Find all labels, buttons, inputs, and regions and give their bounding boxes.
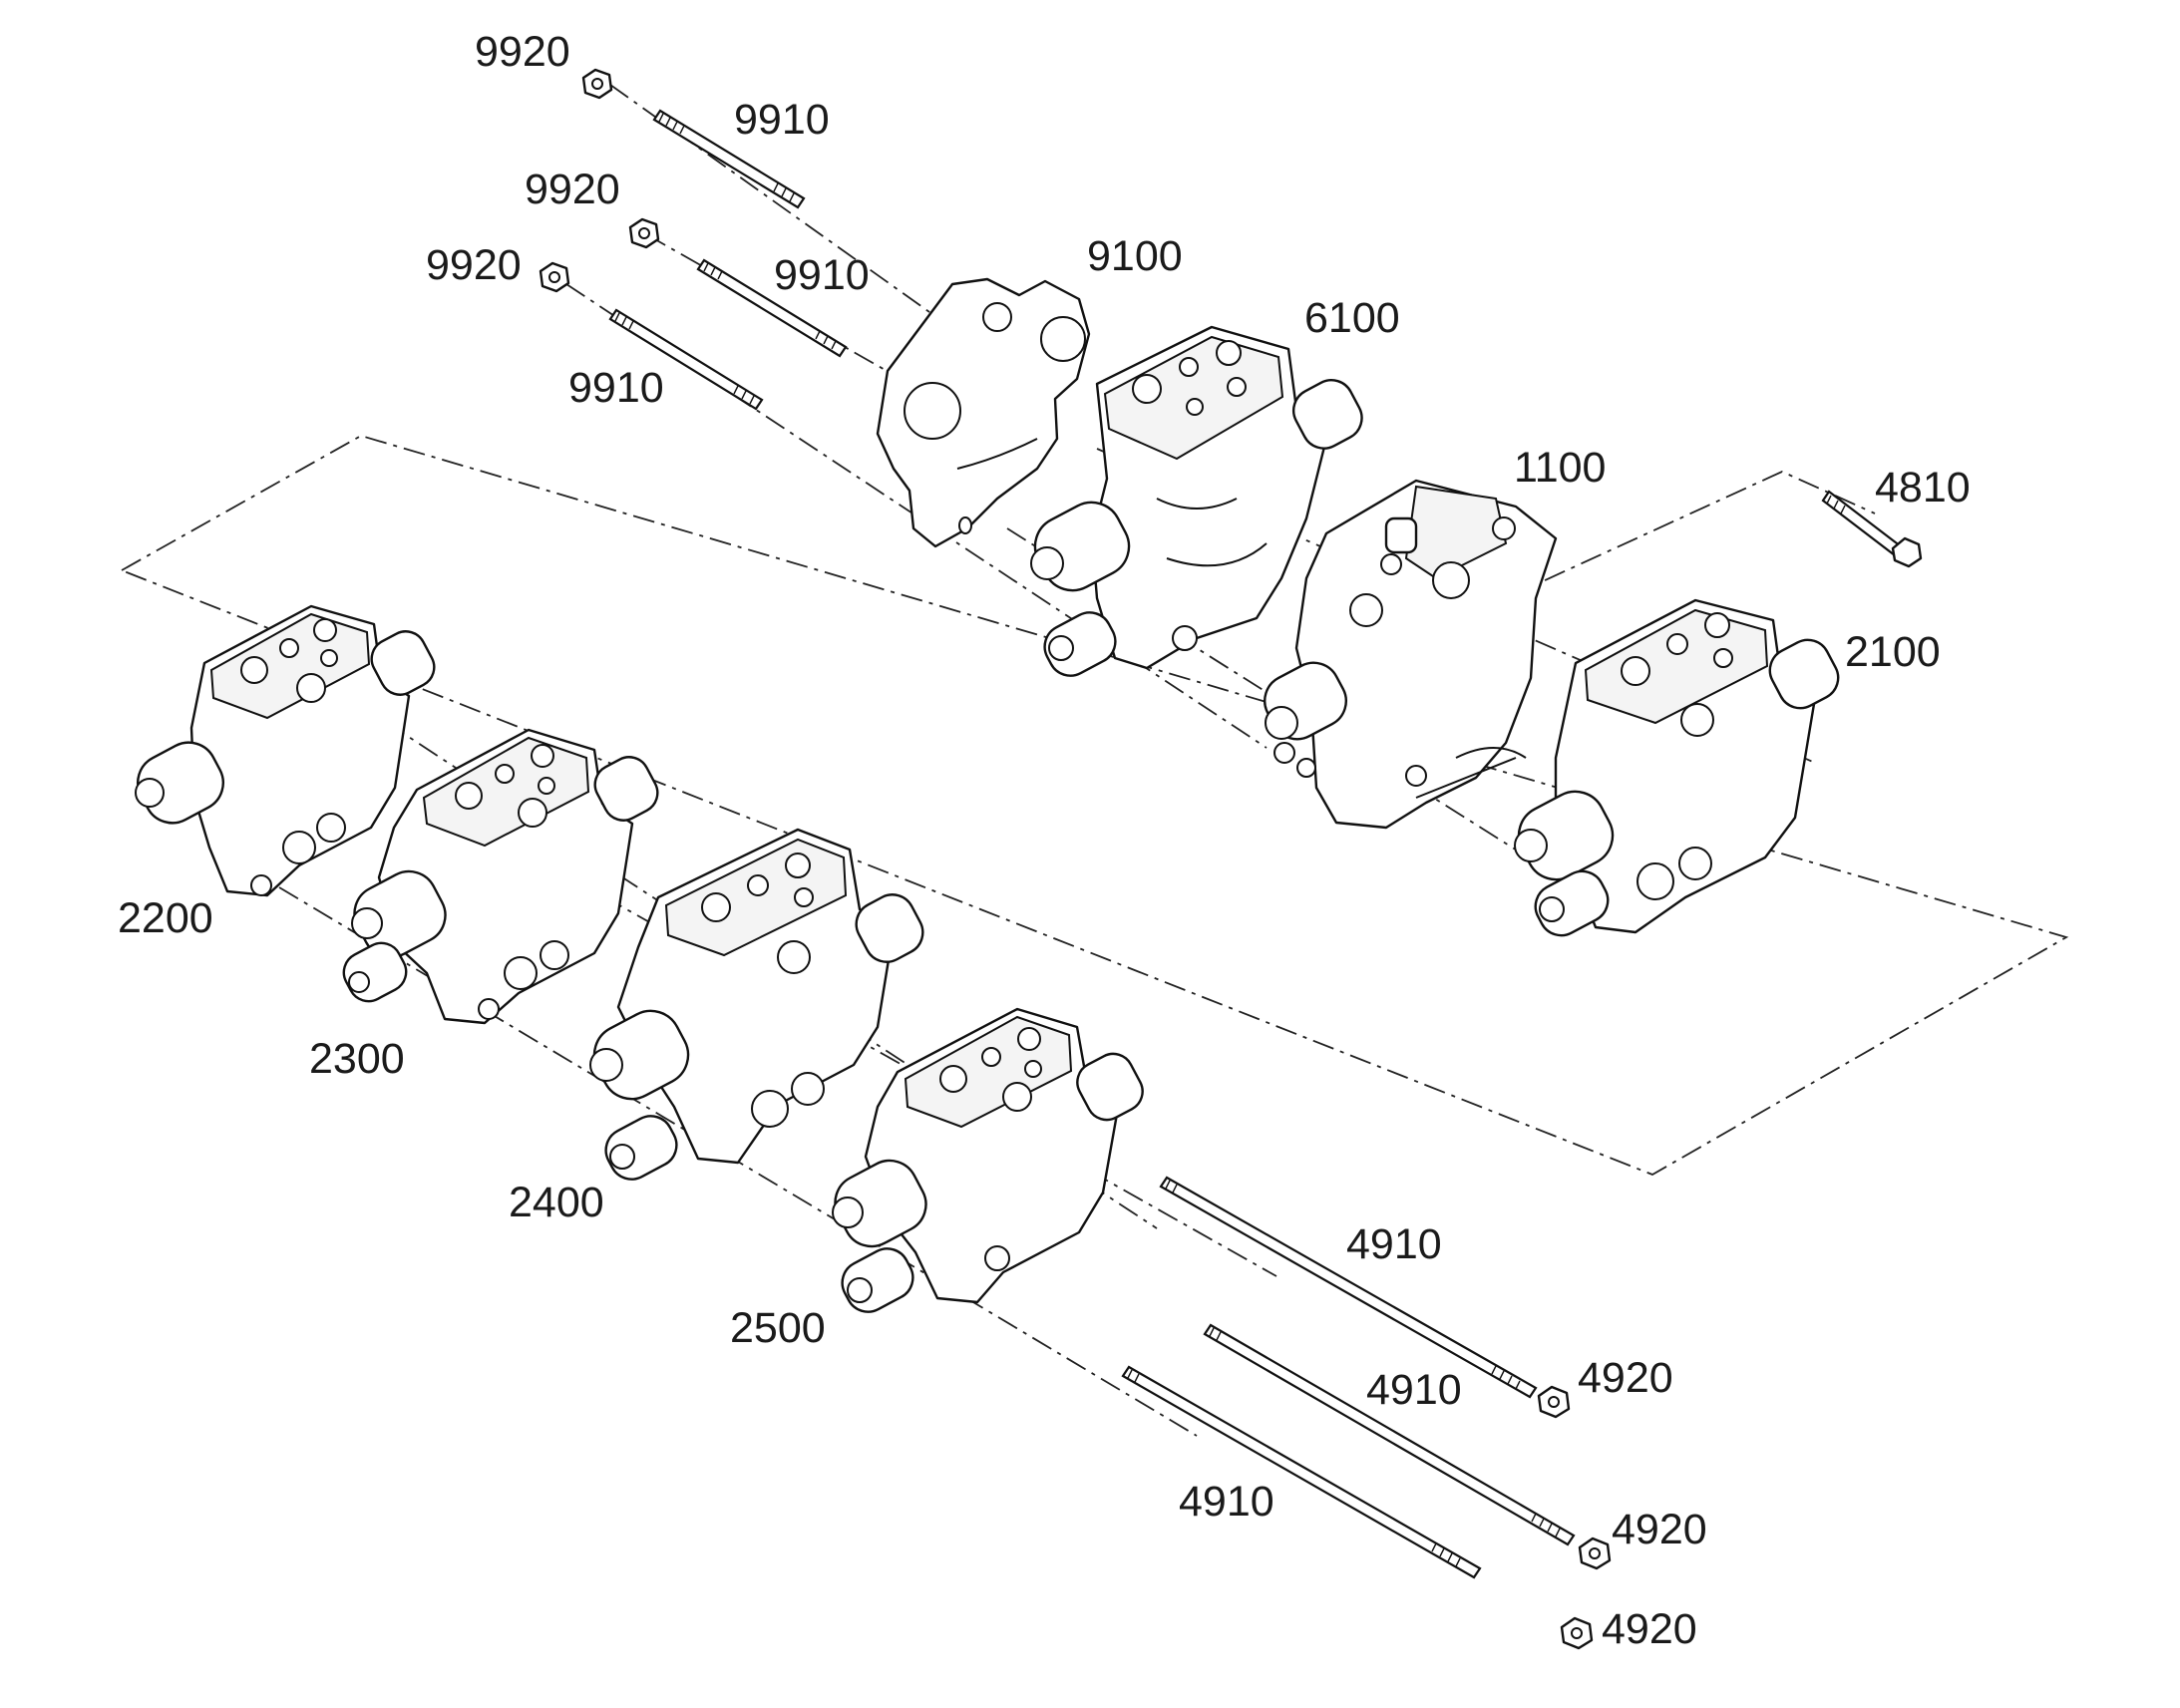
label-4910-middle: 4910: [1366, 1366, 1462, 1414]
label-4920-upper: 4920: [1578, 1354, 1673, 1402]
label-9910-lower: 9910: [568, 364, 664, 412]
label-9920-top: 9920: [475, 28, 570, 76]
label-1100: 1100: [1514, 444, 1606, 492]
nut-4920-middle: [1578, 1537, 1612, 1570]
label-2300: 2300: [309, 1035, 405, 1083]
label-9910-top: 9910: [734, 96, 830, 144]
nut-4920-upper: [1537, 1385, 1571, 1419]
label-4910-upper: 4910: [1346, 1220, 1442, 1268]
inlet-section-1100: [1264, 479, 1558, 830]
label-4920-middle: 4920: [1612, 1506, 1707, 1553]
nut-4920-lower: [1560, 1616, 1594, 1650]
nut-9920-middle: [628, 217, 660, 249]
tie-rod-4910-upper: [1159, 1176, 1538, 1399]
label-4910-lower: 4910: [1179, 1478, 1274, 1526]
valve-section-2200: [135, 604, 436, 897]
tie-rod-4910-middle: [1203, 1323, 1576, 1546]
valve-section-2400: [589, 828, 924, 1181]
nut-9920-top: [581, 68, 613, 100]
stud-9910-lower: [608, 308, 764, 411]
valve-section-2100: [1514, 598, 1840, 937]
label-9100: 9100: [1087, 232, 1183, 280]
label-6100: 6100: [1304, 294, 1400, 342]
label-9920-lower: 9920: [426, 241, 522, 289]
valve-section-2500: [832, 1007, 1144, 1313]
valve-section-6100: [1030, 325, 1363, 677]
label-2200: 2200: [118, 894, 213, 942]
bolt-4810: [1821, 490, 1923, 568]
label-9920-middle: 9920: [525, 166, 620, 213]
label-9910-middle: 9910: [774, 251, 870, 299]
stud-9910-top: [652, 109, 806, 209]
part-labels: 9920 9910 9920 9920 9910 9910 9100 6100 …: [118, 28, 1971, 1653]
valve-section-2300: [342, 728, 659, 1025]
end-cover-9100: [876, 277, 1091, 548]
label-4920-lower: 4920: [1602, 1605, 1697, 1653]
section-group-outline: [119, 435, 2069, 1176]
label-2500: 2500: [730, 1304, 826, 1352]
label-4810: 4810: [1875, 464, 1971, 512]
tie-rod-4910-lower: [1121, 1365, 1482, 1579]
label-2400: 2400: [509, 1179, 604, 1226]
section-group-outline-upper: [1435, 471, 1876, 631]
nut-9920-lower: [539, 261, 570, 293]
stud-9910-middle: [696, 258, 848, 358]
label-2100: 2100: [1845, 628, 1941, 676]
